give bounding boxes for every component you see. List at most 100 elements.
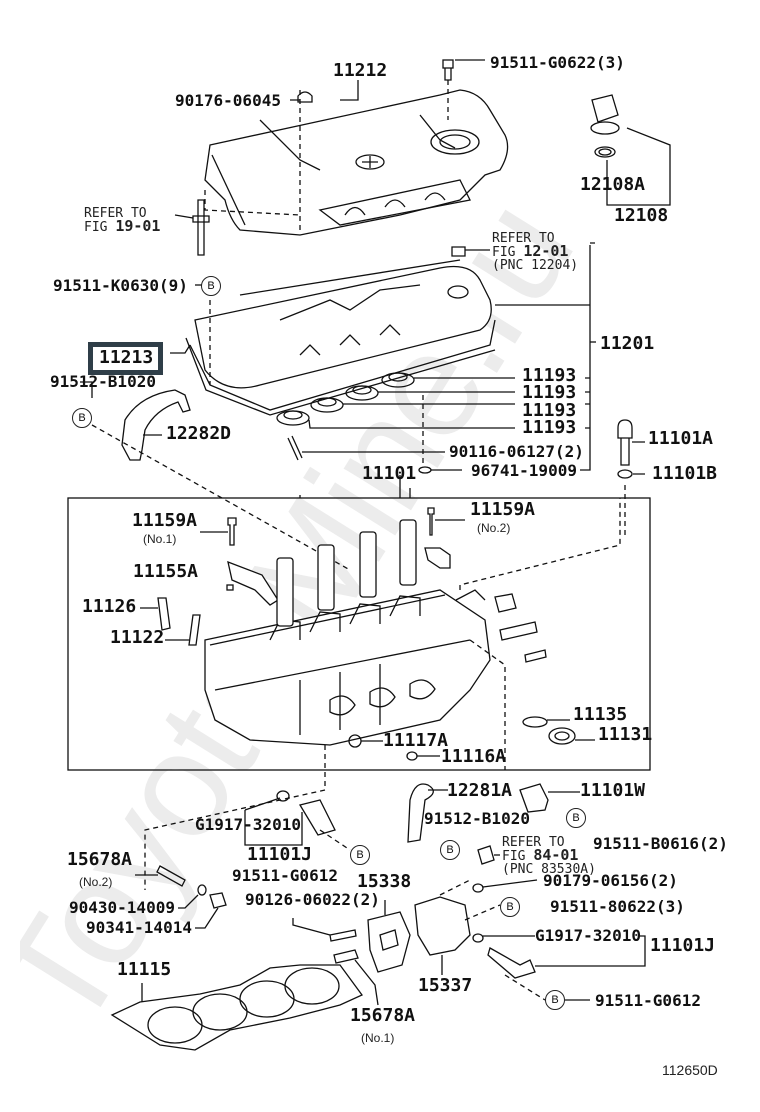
part-label-15337[interactable]: 15337 bbox=[418, 975, 473, 996]
part-label-11135[interactable]: 11135 bbox=[573, 704, 628, 725]
part-label-11213[interactable]: 11213 bbox=[99, 347, 154, 368]
sensor-11101w[interactable] bbox=[519, 783, 580, 813]
dowel-11126[interactable] bbox=[140, 597, 171, 631]
stud-90126[interactable] bbox=[292, 918, 357, 942]
part-label-11193[interactable]: 11193 bbox=[522, 365, 577, 386]
cylinder-head-frame bbox=[67, 497, 651, 771]
engine-hanger-12282d[interactable] bbox=[121, 389, 191, 461]
plug-11117a[interactable] bbox=[348, 734, 383, 748]
refer-to-fig-12-01[interactable]: REFER TO FIG 12-01 (PNC 12204) bbox=[492, 232, 578, 272]
bolt-11159a-no2[interactable] bbox=[427, 507, 465, 536]
cylinder-head[interactable] bbox=[204, 589, 491, 746]
part-label-15338[interactable]: 15338 bbox=[357, 871, 412, 892]
part-label-11155a[interactable]: 11155A bbox=[133, 561, 199, 582]
part-label-11193[interactable]: 11193 bbox=[522, 400, 577, 421]
part-label-11101j[interactable]: 11101J bbox=[650, 935, 716, 956]
refer-to-fig-19-01[interactable]: REFER TO FIG 19-01 bbox=[84, 207, 160, 234]
part-label-11212[interactable]: 11212 bbox=[333, 60, 388, 81]
part-label-11117a[interactable]: 11117A bbox=[383, 730, 449, 751]
part-label-91511-g0622[interactable]: 91511-G0622(3) bbox=[490, 53, 625, 72]
part-label-11101[interactable]: 11101 bbox=[362, 463, 417, 484]
part-note-no1: (No.1) bbox=[361, 1031, 395, 1045]
gasket-15338[interactable] bbox=[367, 900, 411, 973]
refer-to-fig-84-01[interactable]: REFER TO FIG 84-01 (PNC 83530A) bbox=[502, 836, 596, 876]
part-label-96741-19009[interactable]: 96741-19009 bbox=[471, 461, 577, 480]
bearing-cap-no2[interactable] bbox=[424, 547, 451, 569]
spark-plug-tubes[interactable] bbox=[276, 519, 417, 627]
part-label-15678a-no2[interactable]: 15678A bbox=[67, 849, 133, 870]
bolt-91511-g0622[interactable] bbox=[442, 59, 454, 81]
plug-90341[interactable] bbox=[195, 892, 227, 929]
part-label-90126-06022[interactable]: 90126-06022(2) bbox=[245, 890, 380, 909]
bolt-11159a-no1[interactable] bbox=[200, 517, 237, 546]
nut-90176[interactable] bbox=[297, 91, 313, 103]
head-gasket-11115[interactable] bbox=[110, 964, 363, 1051]
bolt-15678a-no2[interactable] bbox=[135, 865, 186, 887]
part-label-91511-b0616[interactable]: 91511-B0616(2) bbox=[593, 834, 728, 853]
part-label-11101a[interactable]: 11101A bbox=[648, 428, 714, 449]
nut-90179[interactable] bbox=[472, 879, 538, 893]
bolt-15678a-no1[interactable] bbox=[333, 949, 379, 1006]
bearing-cap-11155a[interactable] bbox=[226, 560, 279, 606]
fig-text: FIG bbox=[502, 849, 526, 864]
gaskets-11193[interactable] bbox=[276, 245, 596, 471]
part-label-12108[interactable]: 12108 bbox=[614, 205, 669, 226]
engine-cover-part[interactable] bbox=[204, 80, 509, 236]
sensor-refer-84-01[interactable] bbox=[477, 845, 500, 865]
part-label-11122[interactable]: 11122 bbox=[110, 627, 165, 648]
plug-parts-right[interactable] bbox=[494, 593, 547, 663]
part-label-11159a-no2[interactable]: 11159A bbox=[470, 499, 536, 520]
part-label-11101w[interactable]: 11101W bbox=[580, 780, 646, 801]
pnc-text: (PNC 83530A) bbox=[502, 862, 596, 877]
part-label-11159a-no1[interactable]: 11159A bbox=[132, 510, 198, 531]
stud-refer-19-01[interactable] bbox=[192, 199, 210, 256]
part-label-91512-b1020[interactable]: 91512-B1020 bbox=[424, 809, 530, 828]
part-label-90341-14014[interactable]: 90341-14014 bbox=[86, 918, 192, 937]
callout-b-marker: B bbox=[545, 990, 565, 1010]
part-label-11193[interactable]: 11193 bbox=[522, 382, 577, 403]
part-label-91512-b1020[interactable]: 91512-B1020 bbox=[50, 372, 156, 391]
part-label-11193[interactable]: 11193 bbox=[522, 417, 577, 438]
part-label-90179-06156[interactable]: 90179-06156(2) bbox=[543, 871, 678, 890]
part-label-11201[interactable]: 11201 bbox=[600, 333, 655, 354]
part-label-90176-06045[interactable]: 90176-06045 bbox=[175, 91, 281, 110]
part-label-12282d[interactable]: 12282D bbox=[166, 423, 232, 444]
gasket-11135[interactable] bbox=[522, 716, 570, 728]
part-label-91511-80622[interactable]: 91511-80622(3) bbox=[550, 897, 685, 916]
oil-filler-cap[interactable] bbox=[590, 94, 671, 206]
part-label-11126[interactable]: 11126 bbox=[82, 596, 137, 617]
part-label-g1917-32010[interactable]: G1917-32010 bbox=[535, 926, 641, 945]
part-label-11101j[interactable]: 11101J bbox=[247, 844, 313, 865]
stud-90116[interactable] bbox=[287, 435, 445, 461]
part-label-11115[interactable]: 11115 bbox=[117, 959, 172, 980]
vvt-valve-upper[interactable] bbox=[244, 790, 351, 851]
part-label-91511-k0630[interactable]: 91511-K0630(9) bbox=[53, 276, 188, 295]
part-label-15678a-no1[interactable]: 15678A bbox=[350, 1005, 416, 1026]
fig-number: 84-01 bbox=[533, 846, 579, 864]
part-label-12281a[interactable]: 12281A bbox=[447, 780, 513, 801]
engine-hanger-12281a[interactable] bbox=[407, 783, 448, 843]
callout-b-marker: B bbox=[440, 840, 460, 860]
part-label-91511-g0612[interactable]: 91511-G0612 bbox=[595, 991, 701, 1010]
part-label-90116-06127[interactable]: 90116-06127(2) bbox=[449, 442, 584, 461]
seal-11131[interactable] bbox=[548, 727, 595, 745]
part-label-91511-g0612[interactable]: 91511-G0612 bbox=[232, 866, 338, 885]
cover-15337[interactable] bbox=[414, 879, 501, 975]
vvt-valve-lower[interactable] bbox=[487, 935, 646, 1001]
part-label-11116a[interactable]: 11116A bbox=[441, 746, 507, 767]
oring-g1917-lower[interactable] bbox=[472, 933, 535, 943]
seal-96741[interactable] bbox=[418, 466, 462, 474]
dowel-11122[interactable] bbox=[165, 614, 201, 646]
part-label-11101b[interactable]: 11101B bbox=[652, 463, 718, 484]
washer-90430[interactable] bbox=[178, 884, 207, 909]
part-label-11131[interactable]: 11131 bbox=[598, 724, 653, 745]
part-label-12108a[interactable]: 12108A bbox=[580, 174, 646, 195]
part-label-90430-14009[interactable]: 90430-14009 bbox=[69, 898, 175, 917]
cylinder-head-cover[interactable] bbox=[185, 246, 590, 416]
callout-b-marker: B bbox=[350, 845, 370, 865]
bolt-11101a[interactable] bbox=[617, 419, 645, 535]
part-label-g1917-32010[interactable]: G1917-32010 bbox=[195, 815, 301, 834]
plug-11116a[interactable] bbox=[406, 751, 440, 761]
